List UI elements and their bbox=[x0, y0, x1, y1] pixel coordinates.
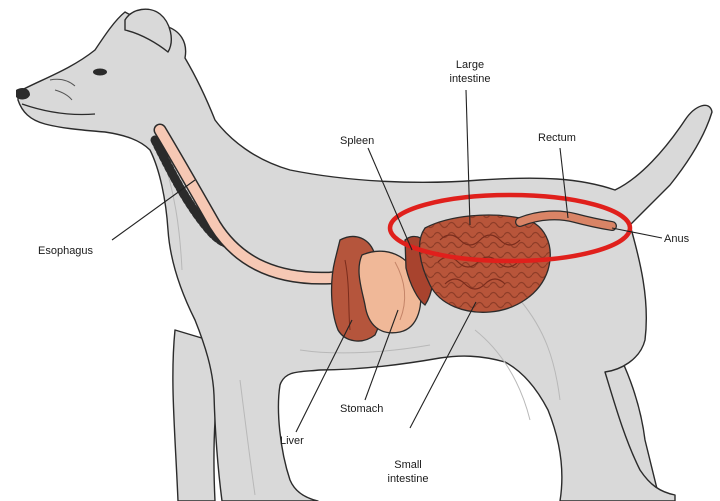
leader-small-intestine bbox=[409, 301, 477, 429]
label-large-intestine-line2: intestine bbox=[449, 73, 491, 85]
stomach-fold bbox=[394, 261, 406, 321]
dog-nose bbox=[16, 87, 30, 100]
organs bbox=[150, 123, 617, 342]
label-esophagus: Esophagus bbox=[38, 245, 94, 257]
label-rectum: Rectum bbox=[538, 132, 576, 144]
dog-ear bbox=[124, 8, 172, 53]
leader-stomach bbox=[364, 309, 399, 401]
shade-haunch bbox=[519, 299, 561, 401]
label-liver: Liver bbox=[280, 435, 304, 447]
label-small-intestine: Small intestine bbox=[378, 458, 438, 486]
leader-lines bbox=[111, 89, 663, 433]
leader-anus bbox=[611, 227, 663, 239]
highlight-ring bbox=[387, 192, 633, 264]
shade-belly bbox=[299, 344, 431, 354]
leader-rectum bbox=[559, 147, 569, 219]
leader-esophagus bbox=[111, 179, 196, 241]
dog-eye bbox=[93, 68, 107, 76]
leader-large-intestine bbox=[465, 89, 471, 226]
dog-mouth bbox=[21, 103, 96, 116]
label-small-intestine-line2: intestine bbox=[387, 473, 429, 485]
small-intestine-texture bbox=[419, 215, 551, 313]
shade-foreleg bbox=[239, 379, 256, 496]
stomach bbox=[358, 250, 422, 334]
muzzle-lines bbox=[49, 78, 76, 101]
label-large-intestine: Large intestine bbox=[440, 58, 500, 86]
leader-liver bbox=[295, 319, 353, 433]
leader-spleen bbox=[367, 147, 413, 251]
large-intestine-fill bbox=[516, 211, 616, 230]
label-anus: Anus bbox=[664, 233, 690, 245]
label-small-intestine-line1: Small bbox=[394, 459, 422, 471]
label-spleen: Spleen bbox=[340, 135, 375, 147]
label-large-intestine-line1: Large bbox=[455, 59, 485, 71]
shade-haunch-2 bbox=[474, 329, 531, 421]
label-stomach: Stomach bbox=[340, 403, 384, 415]
